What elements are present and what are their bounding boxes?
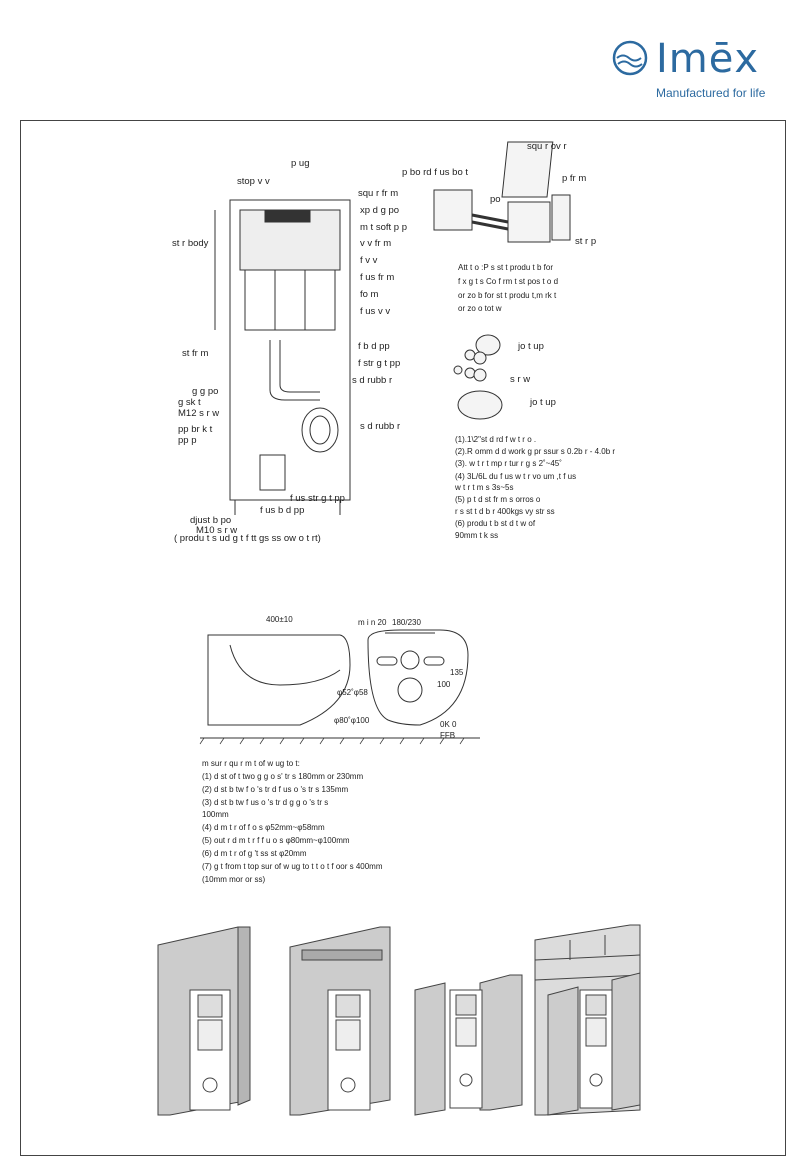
label-adjust-bolt: djust b po: [190, 515, 232, 526]
label-fill-valve: f v v: [360, 255, 378, 266]
label-flush-frame: f us fr m: [360, 272, 395, 283]
label-flush-valve: f us v v: [360, 306, 391, 317]
measure-line-8: (7) g t from t top sur of w ug to t t o …: [202, 862, 383, 871]
label-fix-straight-pipe: f str g t pp: [358, 358, 401, 369]
label-pipe-bracket: pp br k t: [178, 424, 213, 435]
measure-line-6: (5) out r d m t r f f u o s φ80mm~φ100mm: [202, 836, 350, 845]
brand-tagline: Manufactured for life: [656, 86, 766, 100]
dim-top: 400±10: [266, 615, 293, 624]
measure-line-4: 100mm: [202, 810, 229, 819]
label-panel-frame: p fr m: [562, 173, 587, 184]
document-frame: [20, 120, 786, 1156]
measure-line-2: (2) d st b tw f o 's tr d f us o 's tr s…: [202, 785, 349, 794]
label-joint-cup-2: jo t up: [530, 397, 556, 408]
wave-circle-icon: [612, 40, 648, 76]
dim-min: m i n 20: [358, 618, 387, 627]
label-fix-bend-pipe: f b d pp: [358, 341, 390, 352]
spec-line-8: (6) produ t b st d t w of: [455, 519, 536, 528]
spec-line-5: w t r t m s 3s~5s: [455, 483, 514, 492]
spec-line-9: 90mm t k ss: [455, 531, 499, 540]
flush-plate-drawing: [433, 141, 571, 243]
label-steel-body: st r body: [172, 238, 209, 249]
label-stop-valve: stop v v: [237, 176, 270, 187]
label-flush-bend-pipe: f us b d pp: [260, 505, 305, 516]
label-hanging-pole: g g po: [192, 386, 219, 397]
brand-logo: Imēx Manufactured for life: [612, 36, 792, 110]
dim-spacing: 180/230: [392, 618, 421, 627]
spec-line-3: (3). w t r t mp r tur r g s 2˚~45˚: [455, 459, 562, 468]
label-pole: po: [490, 194, 501, 205]
label-joint-cup-1: jo t up: [518, 341, 544, 352]
dim-d2: φ80˚φ100: [334, 716, 370, 725]
label-m12-screw: M12 s r w: [178, 408, 220, 419]
label-pipe-clip: pp p: [178, 435, 197, 446]
brand-name: Imēx: [656, 36, 760, 82]
measure-line-0: m sur r qu r m t of w ug to t:: [202, 759, 300, 768]
label-sealed-rubber-2: s d rubb r: [360, 421, 401, 432]
measure-line-9: (10mm mor or ss): [202, 875, 266, 884]
label-square-frame: squ r fr m: [358, 188, 399, 199]
label-foam: fo m: [360, 289, 379, 300]
label-plate: st r p: [575, 236, 597, 247]
label-square-cover: squ r ov r: [527, 141, 567, 152]
label-flush-straight-pipe: f us str g t pp: [290, 493, 345, 504]
spec-line-6: (5) p t d st fr m s orros o: [455, 495, 541, 504]
dim-ok: 0K 0: [440, 720, 457, 729]
label-mat-soft-pipe: m t soft p p: [360, 222, 407, 233]
label-m10-screw: M10 s r w: [196, 525, 238, 536]
label-screw: s r w: [510, 374, 531, 385]
attention-line-2: f x g t s Co f rm t st pos t o d: [458, 277, 559, 286]
toilet-dimension-drawing: [199, 629, 480, 745]
measure-line-7: (6) d m t r of g 't ss st φ20mm: [202, 849, 307, 858]
measure-line-5: (4) d m t r of f o s φ52mm~φ58mm: [202, 823, 325, 832]
label-steel-frame: st fr m: [182, 348, 209, 359]
frame-drawing: [214, 199, 351, 515]
spec-line-7: r s st t d b r 400kgs vy str ss: [455, 507, 555, 516]
dim-ffb: FFB: [440, 731, 456, 740]
label-expanding-bolt: xp d g po: [360, 205, 400, 216]
spec-line-1: (1).1\2"st d rd f w t r o .: [455, 435, 537, 444]
spec-line-4: (4) 3L/6L du f us w t r vo um ,t f us: [455, 472, 577, 481]
measure-line-3: (3) d st b tw f us o 's tr d g g o 's tr…: [202, 798, 329, 807]
label-plug: p ug: [291, 158, 310, 169]
connectors-drawing: [453, 334, 503, 420]
dim-h2: 135: [450, 668, 464, 677]
measure-line-1: (1) d st of t two g g o s' tr s 180mm or…: [202, 772, 364, 781]
dim-d1: φ52˚φ58: [337, 688, 368, 697]
attention-line-3: or zo b for st t produ t,m rk t: [458, 291, 557, 300]
label-footnote: ( produ t s ud g t f tt gs ss ow o t rt): [174, 533, 321, 544]
label-gasket: g sk t: [178, 397, 201, 408]
label-push-board: p bo rd f us bo t: [402, 167, 469, 178]
dim-h1: 100: [437, 680, 451, 689]
label-valve-frame: v v fr m: [360, 238, 392, 249]
attention-line-4: or zo o tot w: [458, 304, 502, 313]
wall-installation-illustrations: [157, 924, 641, 1116]
attention-line-1: Att t o :P s st t produ t b for: [458, 263, 554, 272]
spec-line-2: (2).R omm d d work g pr ssur s 0.2b r - …: [455, 447, 616, 456]
label-sealed-rubber-1: s d rubb r: [352, 375, 393, 386]
